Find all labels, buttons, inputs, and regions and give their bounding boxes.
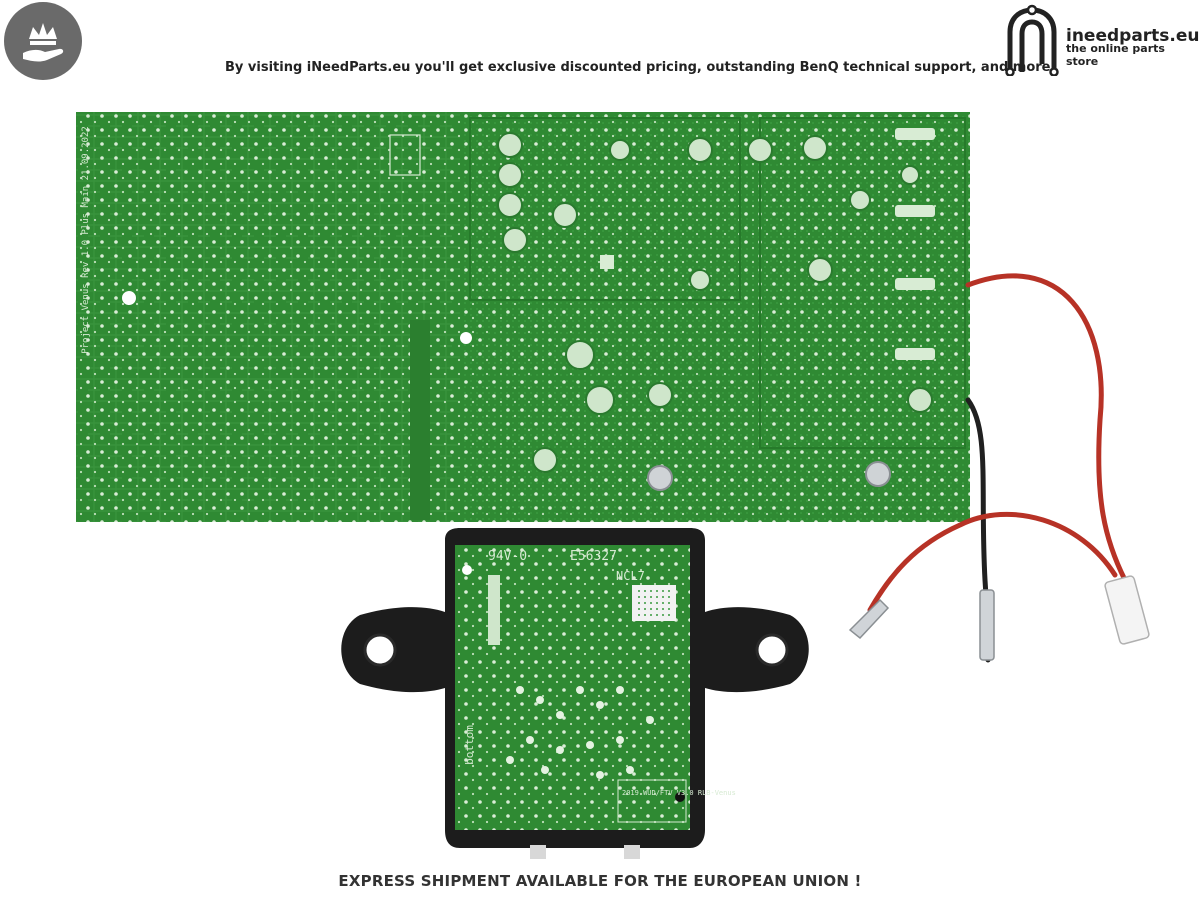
- tagline: By visiting iNeedParts.eu you'll get exc…: [225, 60, 1051, 75]
- crown-badge: [4, 2, 82, 80]
- sensor-pcb: 94V-0 E56327 NCL7 bottom 2019 WUD/FTV V3…: [455, 545, 736, 830]
- logo-subtitle: the online parts store: [1066, 42, 1165, 68]
- main-pcb: Project Venus Rev 1.0 Plus Main 21.09.20…: [76, 112, 970, 522]
- sensor-rating: 94V-0: [488, 549, 527, 564]
- sensor-version-label: 2019 WUD/FTV V3.0 RLB-Venus: [622, 789, 736, 797]
- sensor-cert-number: E56327: [570, 549, 617, 564]
- brand-logo[interactable]: ineedparts.eu the online parts store: [1000, 2, 1200, 76]
- sensor-side-label: bottom: [463, 725, 476, 765]
- product-photo: Project Venus Rev 1.0 Plus Main 21.09.20…: [76, 112, 1150, 859]
- sensor-cert-mark: NCL7: [616, 569, 645, 583]
- n-circuit-logo-icon: [1005, 4, 1059, 76]
- logo-name: ineedparts.eu: [1066, 26, 1200, 46]
- main-board-silkscreen: Project Venus Rev 1.0 Plus Main 21.09.20…: [81, 126, 91, 354]
- footer-banner: EXPRESS SHIPMENT AVAILABLE FOR THE EUROP…: [338, 872, 862, 890]
- crown-hand-icon: [23, 23, 64, 62]
- wires: [848, 273, 1150, 663]
